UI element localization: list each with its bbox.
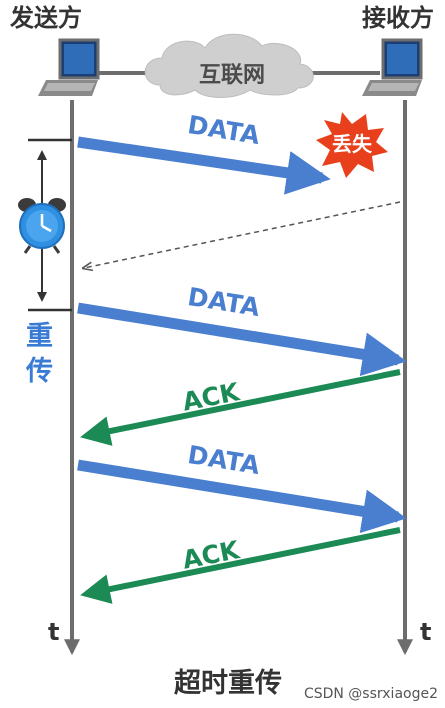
ack-arrow-2 (80, 527, 401, 604)
network-label: 互联网 (199, 63, 265, 88)
receiver-laptop-icon (362, 38, 423, 96)
ack-label-1: ACK (180, 377, 243, 417)
sender-laptop-icon (38, 38, 100, 96)
data-label-3: DATA (186, 440, 263, 480)
data-arrow-3 (77, 459, 407, 534)
data-arrow-2 (77, 302, 407, 377)
ack-arrow-1 (80, 369, 401, 446)
data-label-2: DATA (186, 282, 263, 322)
receiver-time-label: t (420, 618, 431, 646)
watermark: CSDN @ssrxiaoge2 (304, 686, 438, 702)
receiver-label: 接收方 (362, 4, 434, 32)
loss-burst-icon (316, 112, 388, 178)
diagram-caption: 超时重传 (174, 668, 282, 699)
sender-label: 发送方 (9, 4, 82, 32)
retransmit-char-1: 重 (26, 321, 53, 352)
data-label-1: DATA (186, 110, 263, 150)
sender-time-label: t (48, 618, 59, 646)
cloud-icon (144, 33, 314, 98)
timeout-dashed-arrow (84, 201, 401, 268)
retransmit-char-2: 传 (25, 356, 53, 387)
ack-label-2: ACK (180, 535, 243, 575)
alarm-clock-icon (18, 198, 66, 254)
lost-label: 丢失 (332, 132, 373, 156)
data-arrow-lost (77, 136, 331, 195)
